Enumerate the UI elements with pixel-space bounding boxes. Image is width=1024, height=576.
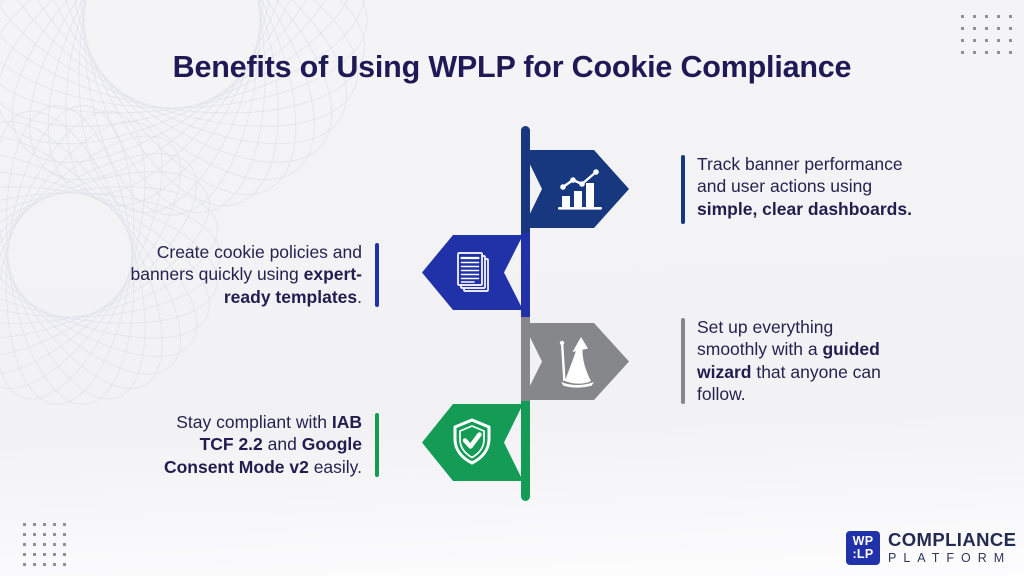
- wplp-logo-mark: WP :LP: [846, 530, 880, 565]
- dot: [1009, 15, 1012, 18]
- arrow-shape: [523, 150, 629, 228]
- dot: [53, 543, 56, 546]
- dot: [23, 553, 26, 556]
- logo-mark-line1: WP: [852, 533, 874, 548]
- guilloche-upper-swirl: [0, 0, 368, 216]
- dot: [63, 543, 66, 546]
- dot: [997, 51, 1000, 54]
- dot: [43, 523, 46, 526]
- dot: [997, 27, 1000, 30]
- timeline-segment: [521, 233, 530, 317]
- accent-bar: [375, 413, 379, 477]
- timeline-segment: [521, 401, 530, 501]
- brand-name: COMPLIANCE: [888, 529, 1017, 550]
- timeline: [521, 126, 530, 501]
- dot: [53, 523, 56, 526]
- dot: [985, 15, 988, 18]
- dot: [43, 533, 46, 536]
- dot: [63, 523, 66, 526]
- brand-logo-text: COMPLIANCE PLATFORM: [888, 530, 1016, 565]
- dot: [961, 39, 964, 42]
- dot: [23, 533, 26, 536]
- dot: [985, 27, 988, 30]
- dot: [43, 563, 46, 566]
- dots-pattern-top-right: [961, 15, 1012, 54]
- arrow-banner-left: [422, 404, 523, 481]
- dots-pattern-bottom-left: [23, 523, 66, 566]
- logo-mark-line2: :LP: [852, 546, 874, 561]
- dot: [33, 533, 36, 536]
- dot: [985, 39, 988, 42]
- dot: [43, 543, 46, 546]
- dot: [53, 563, 56, 566]
- dot: [33, 523, 36, 526]
- dot: [1009, 51, 1012, 54]
- dot: [961, 27, 964, 30]
- timeline-segment: [521, 126, 530, 233]
- dot: [43, 553, 46, 556]
- dot: [53, 553, 56, 556]
- bar-chart-growth-icon: [558, 169, 602, 210]
- dot: [997, 15, 1000, 18]
- dot: [33, 563, 36, 566]
- dot: [973, 39, 976, 42]
- dot: [1009, 27, 1012, 30]
- dot: [53, 533, 56, 536]
- accent-bar: [681, 318, 685, 404]
- dot: [33, 543, 36, 546]
- dot: [23, 543, 26, 546]
- brand-subtitle: PLATFORM: [888, 551, 1012, 565]
- dot: [63, 563, 66, 566]
- timeline-segment: [521, 317, 530, 401]
- dot: [973, 51, 976, 54]
- documents-icon: [457, 252, 489, 292]
- dot: [973, 27, 976, 30]
- dot: [33, 553, 36, 556]
- dot: [961, 15, 964, 18]
- dot: [997, 39, 1000, 42]
- dot: [973, 15, 976, 18]
- accent-bar: [681, 155, 685, 224]
- arrow-banner-right: [523, 323, 629, 400]
- dot: [23, 523, 26, 526]
- wizard-icon: [559, 337, 594, 388]
- dot: [63, 553, 66, 556]
- dot: [985, 51, 988, 54]
- arrow-banner-left: [422, 235, 523, 310]
- page-title: Benefits of Using WPLP for Cookie Compli…: [172, 50, 852, 84]
- brand-logo: WP :LP COMPLIANCE PLATFORM: [846, 530, 1016, 565]
- dot: [63, 533, 66, 536]
- dot: [961, 51, 964, 54]
- arrow-banner-right: [523, 150, 629, 228]
- shield-check-icon: [453, 418, 491, 465]
- dot: [1009, 39, 1012, 42]
- accent-bar: [375, 243, 379, 307]
- dot: [23, 563, 26, 566]
